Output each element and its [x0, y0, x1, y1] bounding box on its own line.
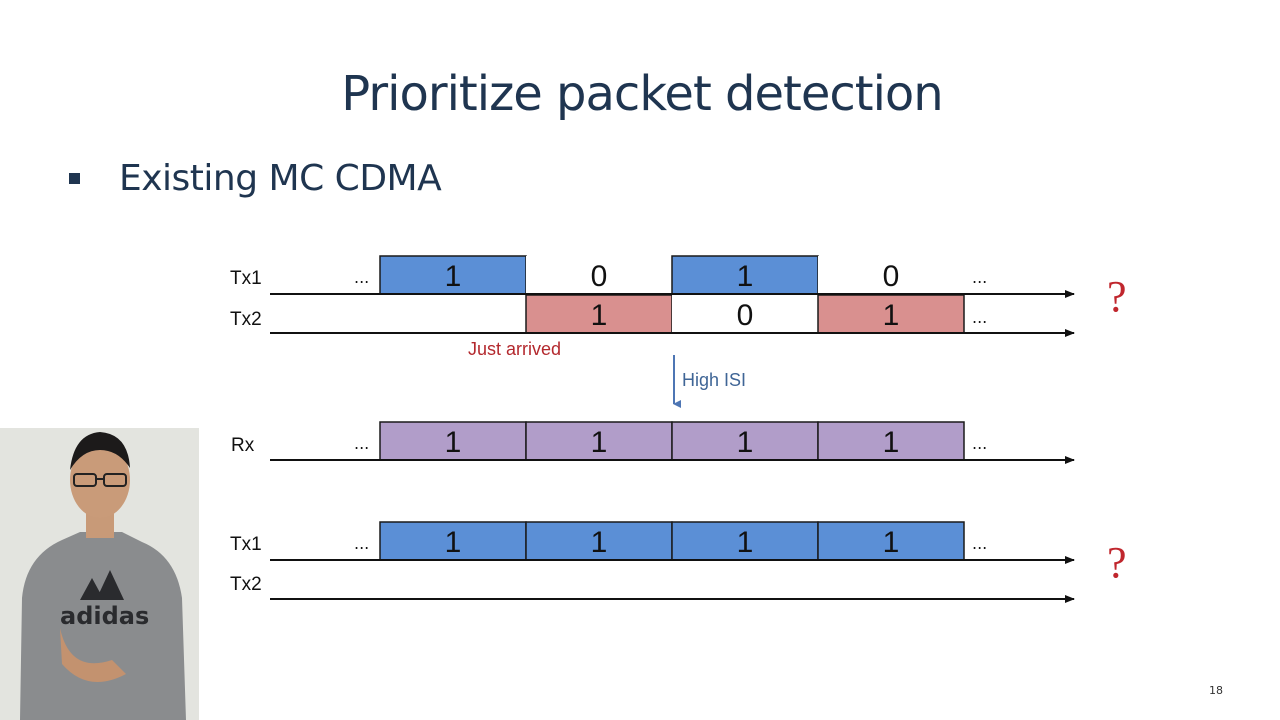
- top-tx1-bit-value: 1: [445, 260, 462, 293]
- bottom-tx1-bit-value: 1: [445, 526, 462, 559]
- high-isi-note: High ISI: [682, 370, 746, 390]
- rx-leading-ellipsis: ...: [354, 434, 369, 453]
- top-question-mark: ?: [1107, 272, 1127, 321]
- rx-bit-value: 1: [737, 426, 754, 459]
- rx-bit-box: [525, 421, 673, 461]
- top-tx1-trailing-ellipsis: ...: [972, 268, 987, 287]
- top-tx2-bit-value: 0: [737, 299, 754, 332]
- top-tx1-leading-ellipsis: ...: [354, 268, 369, 287]
- bottom-tx1-bit-box: [671, 521, 819, 561]
- presenter-video: adidas: [0, 428, 199, 720]
- just-arrived-note: Just arrived: [468, 339, 561, 359]
- top-tx1-bit-box: [671, 255, 819, 295]
- bottom-tx1-bit-box: [379, 521, 527, 561]
- top-tx1-bit-box: [379, 255, 527, 295]
- rx-bit-value: 1: [445, 426, 462, 459]
- bottom-tx1-bit-box: [525, 521, 673, 561]
- top-tx1-label: Tx1: [230, 268, 262, 289]
- top-tx2-bit-value: 1: [883, 299, 900, 332]
- presenter-shirt-logo: adidas: [60, 602, 149, 630]
- rx-bit-value: 1: [883, 426, 900, 459]
- bottom-tx1-trailing-ellipsis: ...: [972, 534, 987, 553]
- top-tx2-bit-box: [672, 295, 818, 333]
- page-number: 18: [1209, 684, 1223, 697]
- bullet-marker: [69, 173, 80, 184]
- slide-title: Prioritize packet detection: [341, 66, 943, 122]
- bottom-tx2-label: Tx2: [230, 574, 262, 595]
- rx-bit-box: [379, 421, 527, 461]
- bottom-tx1-bit-value: 1: [883, 526, 900, 559]
- bottom-tx1-bit-box: [817, 521, 965, 561]
- bottom-question-mark: ?: [1107, 538, 1127, 587]
- rx-bit-box: [817, 421, 965, 461]
- rx-label: Rx: [231, 435, 255, 456]
- top-tx1-bit-value: 0: [883, 260, 900, 293]
- bottom-tx1-label: Tx1: [230, 534, 262, 555]
- bit-boxes: 1 0 1 0 1 0 1 1 1 1 1 1 1 1 1: [379, 255, 965, 561]
- presenter-figure: adidas: [0, 428, 199, 720]
- top-tx1-bit-box: [526, 256, 672, 294]
- bottom-tx1-leading-ellipsis: ...: [354, 534, 369, 553]
- bullet-text: Existing MC CDMA: [119, 158, 442, 199]
- rx-bit-value: 1: [591, 426, 608, 459]
- top-tx2-bit-value: 1: [591, 299, 608, 332]
- top-tx2-label: Tx2: [230, 309, 262, 330]
- top-tx2-trailing-ellipsis: ...: [972, 308, 987, 327]
- rx-trailing-ellipsis: ...: [972, 434, 987, 453]
- top-tx1-bit-value: 1: [737, 260, 754, 293]
- bottom-tx1-bit-value: 1: [737, 526, 754, 559]
- top-tx1-bit-value: 0: [591, 260, 608, 293]
- bottom-tx1-bit-value: 1: [591, 526, 608, 559]
- top-tx1-bit-box: [818, 256, 964, 294]
